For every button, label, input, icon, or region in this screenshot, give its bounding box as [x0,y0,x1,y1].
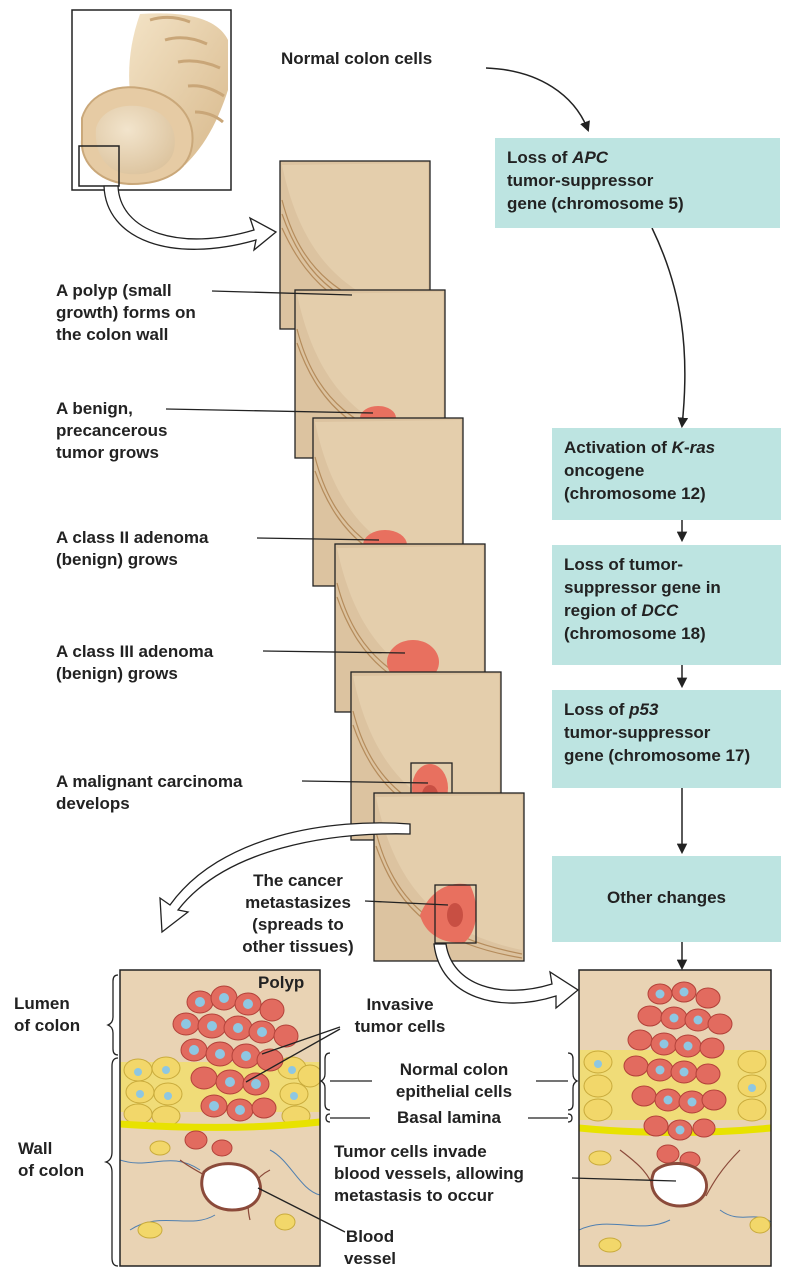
wall-line-2: of colon [18,1160,84,1182]
invasive-line-2: tumor cells [335,1016,465,1038]
stage-3-line-1: A class II adenoma [56,527,208,549]
lumen-label: Lumen of colon [14,993,80,1037]
stage-6-line-4: other tissues) [224,936,372,958]
invasive-line-1: Invasive [335,994,465,1016]
step-2-prefix: Activation of [564,438,672,457]
stage-5-line-2: develops [56,793,242,815]
invade-line-1: Tumor cells invade [334,1141,524,1163]
invade-label: Tumor cells invade blood vessels, allowi… [334,1141,524,1207]
normal-line-1: Normal colon [372,1059,536,1081]
stage-6-line-2: metastasizes [224,892,372,914]
basal-lamina-label: Basal lamina [370,1107,528,1129]
step-2-line-2: oncogene [564,459,715,482]
step-3-line-1: Loss of tumor- [564,553,721,576]
pathway-start: Normal colon cells [281,48,432,70]
stage-label-metastasis: The cancer metastasizes (spreads to othe… [224,870,372,958]
stage-label-benign: A benign, precancerous tumor grows [56,398,168,464]
gene-apc: APC [572,148,608,167]
panel-6 [374,793,524,961]
gene-kras: K-ras [672,438,715,457]
stage-label-class-ii: A class II adenoma (benign) grows [56,527,208,571]
wall-line-1: Wall [18,1138,84,1160]
step-box-dcc: Loss of tumor- suppressor gene in region… [552,545,781,665]
step-2-line-3: (chromosome 12) [564,482,715,505]
gene-dcc: DCC [641,601,678,620]
step-box-kras: Activation of K-ras oncogene (chromosome… [552,428,781,520]
stage-6-line-1: The cancer [224,870,372,892]
stage-1-line-2: growth) forms on [56,302,196,324]
stage-label-class-iii: A class III adenoma (benign) grows [56,641,213,685]
invade-line-2: blood vessels, allowing [334,1163,524,1185]
stage-1-line-3: the colon wall [56,324,196,346]
blood-vessel-right [652,1163,707,1206]
step-5-line-1: Other changes [552,886,781,909]
step-4-line-2: tumor-suppressor [564,721,750,744]
stage-label-carcinoma: A malignant carcinoma develops [56,771,242,815]
stage-2-line-1: A benign, [56,398,168,420]
step-3-prefix: region of [564,601,641,620]
blood-vessel-label: Blood vessel [340,1226,400,1270]
lumen-line-1: Lumen [14,993,80,1015]
step-3-line-4: (chromosome 18) [564,622,721,645]
step-box-apc: Loss of APC tumor-suppressor gene (chrom… [495,138,780,228]
stage-5-line-1: A malignant carcinoma [56,771,242,793]
vessel-line-2: vessel [340,1248,400,1270]
normal-cells-label: Normal colon epithelial cells [372,1059,536,1103]
lumen-line-2: of colon [14,1015,80,1037]
stage-2-line-3: tumor grows [56,442,168,464]
step-box-other: Other changes [552,856,781,942]
stage-4-line-1: A class III adenoma [56,641,213,663]
stage-2-line-2: precancerous [56,420,168,442]
colon-tube-illustration [72,10,231,190]
vessel-line-1: Blood [340,1226,400,1248]
normal-line-2: epithelial cells [372,1081,536,1103]
gene-p53: p53 [629,700,658,719]
step-box-p53: Loss of p53 tumor-suppressor gene (chrom… [552,690,781,788]
stage-1-line-1: A polyp (small [56,280,196,302]
step-1-prefix: Loss of [507,148,572,167]
wall-label: Wall of colon [18,1138,84,1182]
step-3-line-2: suppressor gene in [564,576,721,599]
stage-6-line-3: (spreads to [224,914,372,936]
step-4-line-3: gene (chromosome 17) [564,744,750,767]
blood-vessel-left [202,1164,261,1210]
tissue-inset-left [120,970,322,1266]
polyp-label: Polyp [258,972,304,994]
colon-wall-panels [280,161,524,961]
stage-4-line-2: (benign) grows [56,663,213,685]
tissue-inset-right [579,970,771,1266]
step-1-line-2: tumor-suppressor [507,169,684,192]
step-4-prefix: Loss of [564,700,629,719]
invasive-label: Invasive tumor cells [335,994,465,1038]
stage-3-line-2: (benign) grows [56,549,208,571]
invade-line-3: metastasis to occur [334,1185,524,1207]
stage-label-polyp: A polyp (small growth) forms on the colo… [56,280,196,346]
zoom-arrow-1 [104,186,276,250]
step-1-line-3: gene (chromosome 5) [507,192,684,215]
